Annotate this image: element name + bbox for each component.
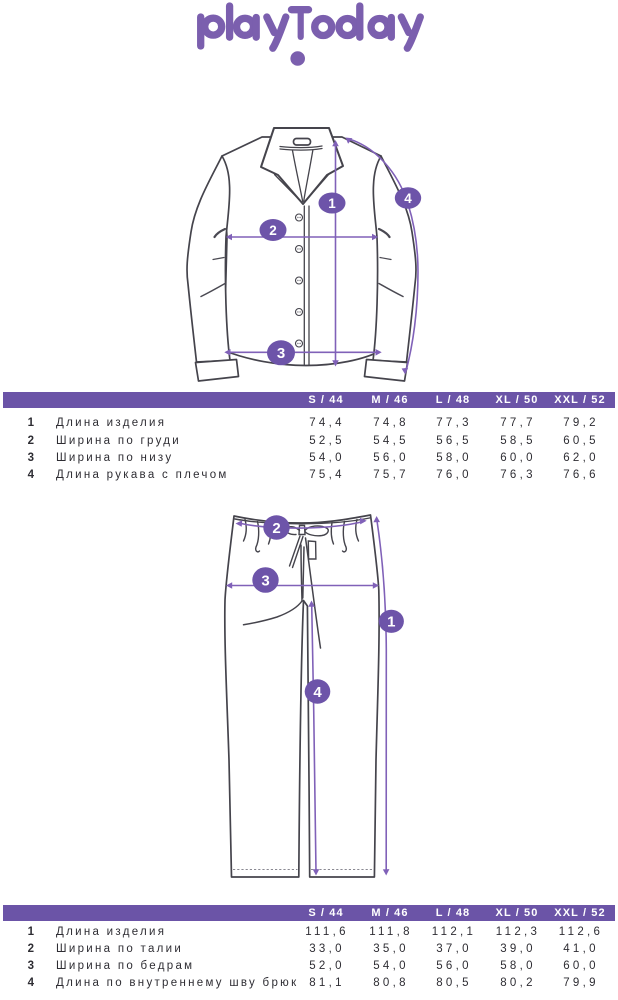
svg-text:2: 2 <box>269 223 277 238</box>
svg-text:4: 4 <box>404 191 412 206</box>
svg-text:1: 1 <box>328 196 336 211</box>
svg-text:2: 2 <box>272 520 280 537</box>
svg-text:3: 3 <box>277 345 285 362</box>
svg-text:4: 4 <box>313 684 322 701</box>
svg-text:1: 1 <box>387 614 395 631</box>
svg-text:3: 3 <box>261 572 269 589</box>
